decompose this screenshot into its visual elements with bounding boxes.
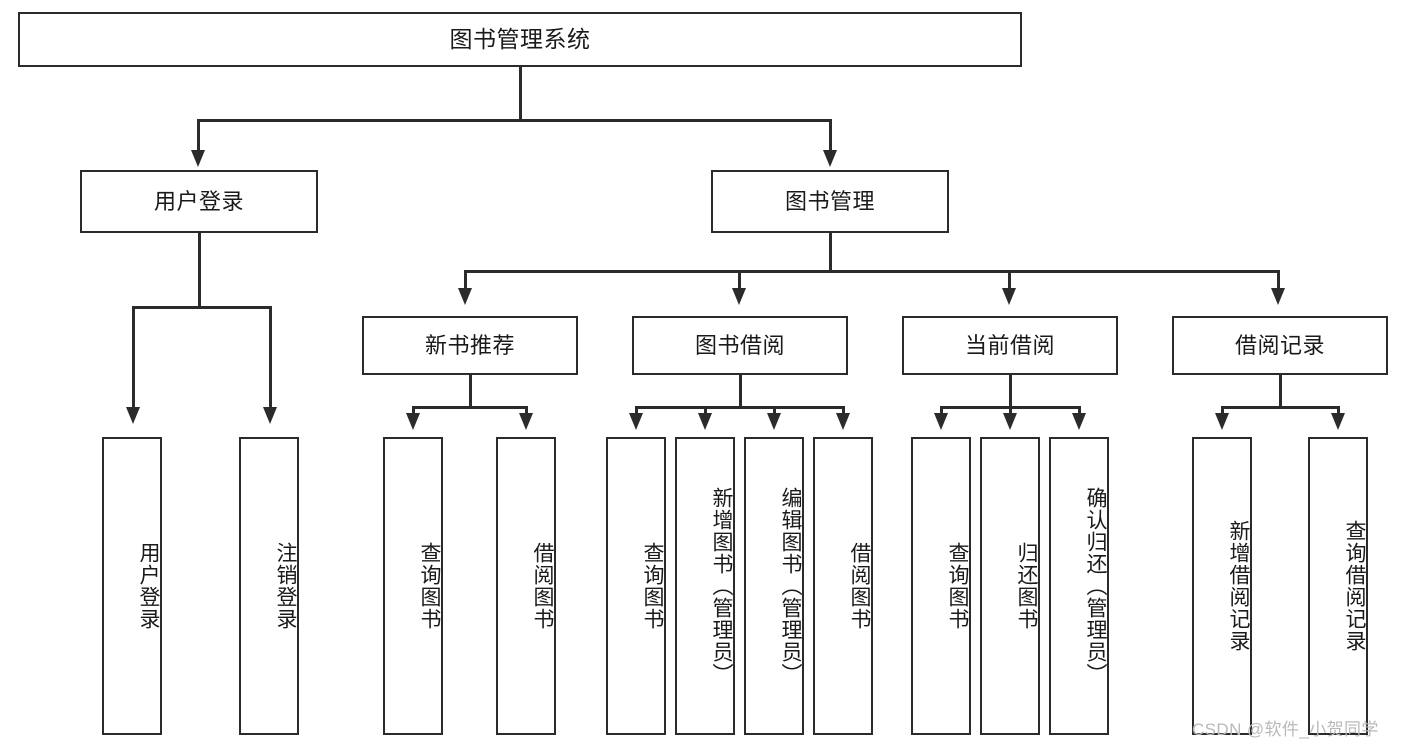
edge-borrow-records-to-add bbox=[1221, 406, 1224, 415]
arrow-root-to-book-mgmt bbox=[823, 150, 837, 167]
arrow-book-mgmt-to-records bbox=[1271, 288, 1285, 305]
edge-user-login-stub bbox=[198, 233, 201, 308]
edge-book-mgmt-to-current bbox=[1008, 270, 1011, 290]
edge-root-to-book-mgmt bbox=[829, 119, 832, 152]
edge-current-borrow-to-return bbox=[1009, 406, 1012, 415]
edge-book-borrow-to-lend bbox=[842, 406, 845, 415]
node-label: 借阅记录 bbox=[1234, 332, 1325, 358]
edge-book-borrow-bar bbox=[636, 406, 844, 409]
node-label: 用户登录 bbox=[137, 542, 160, 630]
arrow-new-book-to-query bbox=[406, 413, 420, 430]
edge-user-login-bar bbox=[133, 306, 271, 309]
leaf-add-book-admin[interactable]: 新增图书（管理员） bbox=[675, 437, 735, 735]
edge-user-login-to-login bbox=[132, 306, 135, 409]
node-new-book-recommend[interactable]: 新书推荐 bbox=[362, 316, 578, 375]
edge-current-borrow-to-confirm bbox=[1078, 406, 1081, 415]
edge-user-login-to-logout bbox=[269, 306, 272, 409]
leaf-logout[interactable]: 注销登录 bbox=[239, 437, 299, 735]
leaf-query-books-recommend[interactable]: 查询图书 bbox=[383, 437, 443, 735]
edge-current-borrow-to-query bbox=[940, 406, 943, 415]
edge-borrow-records-bar bbox=[1222, 406, 1339, 409]
node-root-system[interactable]: 图书管理系统 bbox=[18, 12, 1022, 67]
node-label: 图书借阅 bbox=[694, 332, 785, 358]
node-label: 新书推荐 bbox=[424, 332, 515, 358]
arrow-book-borrow-to-add bbox=[698, 413, 712, 430]
leaf-lend-books[interactable]: 借阅图书 bbox=[813, 437, 873, 735]
node-label: 归还图书 bbox=[1015, 542, 1038, 630]
edge-book-mgmt-to-new-books bbox=[464, 270, 467, 290]
node-label: 借阅图书 bbox=[848, 542, 871, 630]
node-label: 图书管理系统 bbox=[449, 25, 591, 52]
edge-book-mgmt-to-records bbox=[1277, 270, 1280, 290]
node-book-management[interactable]: 图书管理 bbox=[711, 170, 949, 233]
edge-root-bar bbox=[198, 119, 832, 122]
edge-book-borrow-stub bbox=[739, 375, 742, 408]
leaf-user-login[interactable]: 用户登录 bbox=[102, 437, 162, 735]
arrow-book-borrow-to-lend bbox=[836, 413, 850, 430]
arrow-new-book-to-borrow bbox=[519, 413, 533, 430]
leaf-query-borrow-record[interactable]: 查询借阅记录 bbox=[1308, 437, 1368, 735]
arrow-borrow-records-to-add bbox=[1215, 413, 1229, 430]
edge-current-borrow-stub bbox=[1009, 375, 1012, 408]
node-book-borrow[interactable]: 图书借阅 bbox=[632, 316, 848, 375]
node-label: 图书管理 bbox=[784, 188, 875, 214]
leaf-confirm-return-admin[interactable]: 确认归还（管理员） bbox=[1049, 437, 1109, 735]
edge-new-book-bar bbox=[413, 406, 527, 409]
leaf-borrow-books-recommend[interactable]: 借阅图书 bbox=[496, 437, 556, 735]
edge-borrow-records-stub bbox=[1279, 375, 1282, 408]
node-label: 用户登录 bbox=[153, 188, 244, 214]
leaf-return-books[interactable]: 归还图书 bbox=[980, 437, 1040, 735]
node-label: 确认归还（管理员） bbox=[1084, 487, 1107, 685]
arrow-current-borrow-to-confirm bbox=[1072, 413, 1086, 430]
node-current-borrow[interactable]: 当前借阅 bbox=[902, 316, 1118, 375]
edge-new-book-to-query bbox=[412, 406, 415, 415]
arrow-book-borrow-to-edit bbox=[767, 413, 781, 430]
leaf-query-books-current[interactable]: 查询图书 bbox=[911, 437, 971, 735]
arrow-current-borrow-to-query bbox=[934, 413, 948, 430]
edge-root-to-user-login bbox=[197, 119, 200, 152]
node-label: 借阅图书 bbox=[531, 542, 554, 630]
node-label: 新增图书（管理员） bbox=[710, 487, 733, 685]
node-user-login[interactable]: 用户登录 bbox=[80, 170, 318, 233]
edge-root-stub bbox=[519, 67, 522, 120]
leaf-add-borrow-record[interactable]: 新增借阅记录 bbox=[1192, 437, 1252, 735]
node-borrow-records[interactable]: 借阅记录 bbox=[1172, 316, 1388, 375]
edge-book-borrow-to-add bbox=[704, 406, 707, 415]
arrow-borrow-records-to-query bbox=[1331, 413, 1345, 430]
arrow-current-borrow-to-return bbox=[1003, 413, 1017, 430]
edge-book-borrow-to-edit bbox=[773, 406, 776, 415]
edge-book-borrow-to-query bbox=[635, 406, 638, 415]
node-label: 查询借阅记录 bbox=[1343, 520, 1366, 652]
arrow-book-mgmt-to-borrow bbox=[732, 288, 746, 305]
leaf-query-books-borrow[interactable]: 查询图书 bbox=[606, 437, 666, 735]
arrow-root-to-user-login bbox=[191, 150, 205, 167]
node-label: 注销登录 bbox=[274, 542, 297, 630]
edge-book-mgmt-stub bbox=[829, 233, 832, 272]
arrow-book-borrow-to-query bbox=[629, 413, 643, 430]
node-label: 当前借阅 bbox=[964, 332, 1055, 358]
leaf-edit-book-admin[interactable]: 编辑图书（管理员） bbox=[744, 437, 804, 735]
arrow-user-login-to-logout bbox=[263, 407, 277, 424]
node-label: 查询图书 bbox=[946, 542, 969, 630]
node-label: 查询图书 bbox=[418, 542, 441, 630]
edge-book-mgmt-to-borrow bbox=[738, 270, 741, 290]
arrow-user-login-to-login bbox=[126, 407, 140, 424]
edge-new-book-stub bbox=[469, 375, 472, 408]
edge-borrow-records-to-query bbox=[1337, 406, 1340, 415]
edge-book-mgmt-bar bbox=[465, 270, 1279, 273]
edge-new-book-to-borrow bbox=[525, 406, 528, 415]
node-label: 新增借阅记录 bbox=[1227, 520, 1250, 652]
arrow-book-mgmt-to-current bbox=[1002, 288, 1016, 305]
node-label: 编辑图书（管理员） bbox=[779, 487, 802, 685]
node-label: 查询图书 bbox=[641, 542, 664, 630]
arrow-book-mgmt-to-new-books bbox=[458, 288, 472, 305]
